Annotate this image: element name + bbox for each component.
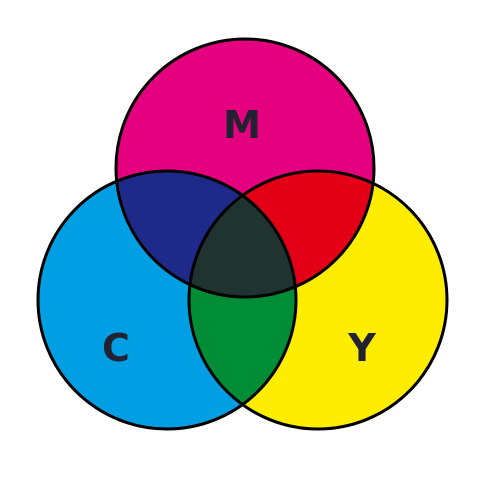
yellow-label: Y [347,326,376,370]
cyan-label: C [102,326,130,370]
cyan-outline [36,169,298,431]
yellow-outline [187,169,449,431]
all-three-overlap [189,171,296,297]
magenta-outline [114,37,376,299]
triple-overlap-group-inner [189,171,296,297]
magenta-label: M [223,103,261,147]
circle-outlines [36,37,449,431]
triple-overlap-group-outer [189,171,296,297]
